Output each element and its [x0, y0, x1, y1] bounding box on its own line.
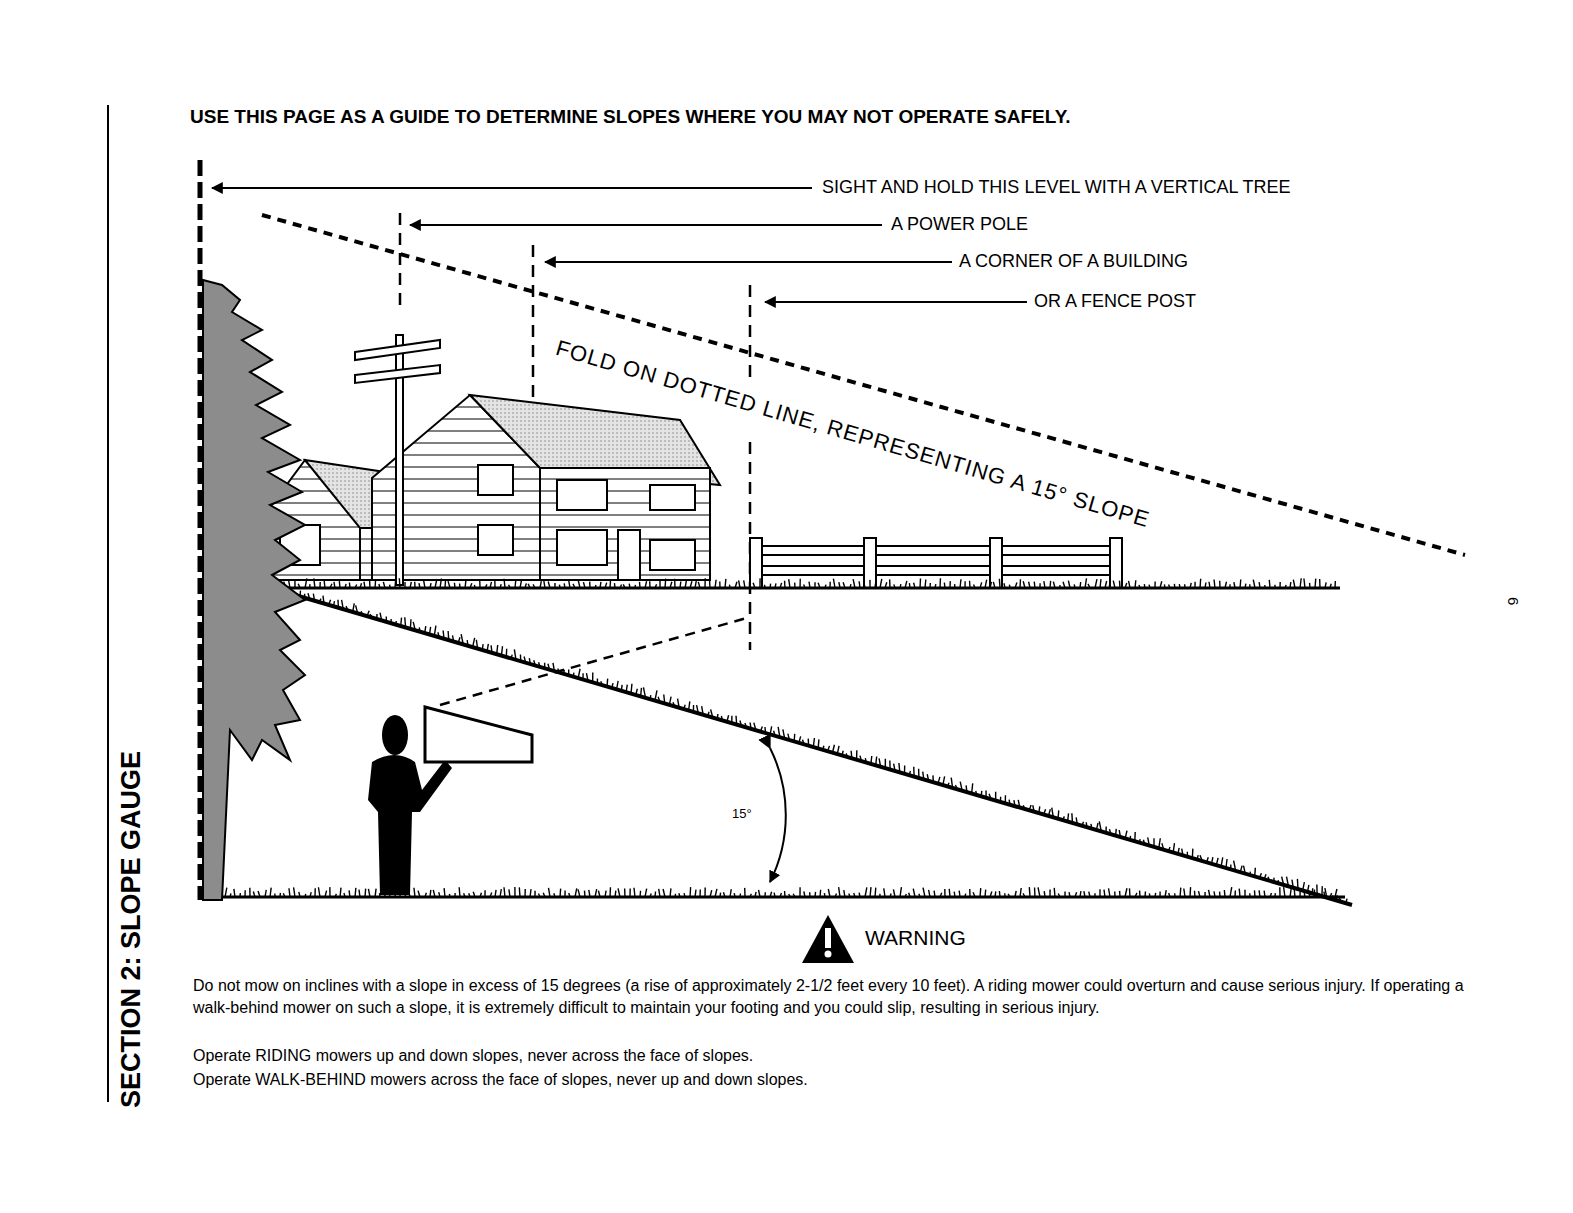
person-with-gauge [368, 707, 532, 895]
building-label: A CORNER OF A BUILDING [959, 251, 1188, 272]
pole-label: A POWER POLE [891, 214, 1028, 235]
grass-texture [205, 578, 1347, 903]
fence-label: OR A FENCE POST [1034, 291, 1196, 312]
leader-arrows [212, 188, 1027, 302]
warning-icon [802, 915, 854, 963]
sight-line [440, 617, 750, 705]
lower-ground [200, 896, 1345, 899]
slope-ground [295, 595, 1352, 905]
angle-label: 15° [732, 807, 752, 822]
fence [750, 538, 1122, 588]
power-pole [355, 335, 440, 585]
tree [203, 280, 305, 900]
sight-edge [198, 160, 203, 900]
warning-text: Do not mow on inclines with a slope in e… [193, 975, 1471, 1018]
warning-label: WARNING [865, 926, 966, 950]
note-walk: Operate WALK-BEHIND mowers across the fa… [193, 1071, 808, 1089]
angle-arc [770, 748, 786, 882]
page-title: USE THIS PAGE AS A GUIDE TO DETERMINE SL… [190, 106, 1070, 128]
page-rule [107, 105, 109, 1102]
buildings [262, 395, 720, 580]
section-heading: SECTION 2: SLOPE GAUGE [116, 751, 147, 1108]
sight-label: SIGHT AND HOLD THIS LEVEL WITH A VERTICA… [822, 177, 1290, 198]
page-number: 6 [1505, 597, 1522, 605]
note-riding: Operate RIDING mowers up and down slopes… [193, 1047, 753, 1065]
